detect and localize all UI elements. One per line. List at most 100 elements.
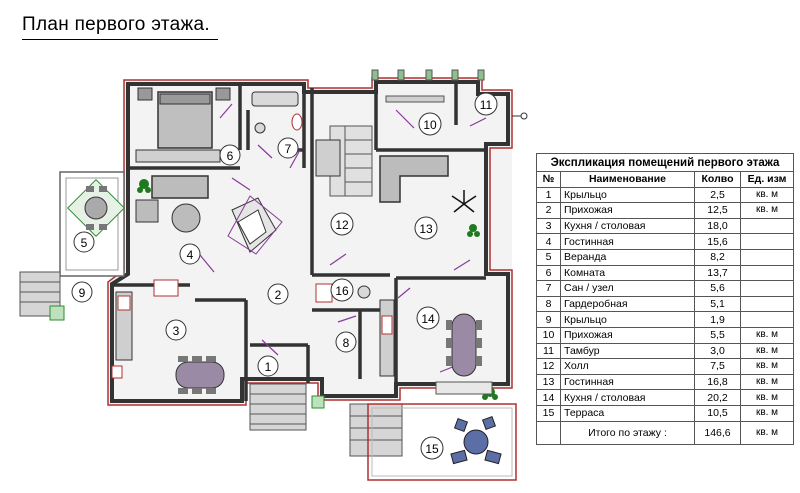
- svg-text:3: 3: [173, 324, 180, 338]
- row-num: 13: [536, 373, 561, 391]
- porch-9-stairs: [19, 271, 65, 321]
- row-unit: кв. м: [739, 342, 795, 360]
- room-label-12: 12: [330, 212, 354, 236]
- row-unit: кв. м: [739, 202, 795, 219]
- row-unit: кв. м: [739, 186, 795, 204]
- row-name: Прихожая: [560, 202, 695, 219]
- title-underline: [22, 39, 218, 40]
- bathroom-fixtures: [251, 91, 303, 134]
- row-num: 5: [536, 248, 561, 266]
- row-num: 12: [536, 358, 561, 375]
- row-area: 13,7: [694, 264, 741, 282]
- svg-text:1: 1: [265, 360, 272, 374]
- row-num: 1: [536, 186, 561, 204]
- row-unit: [739, 295, 795, 313]
- veranda: [59, 171, 125, 277]
- bathroom-16: [315, 283, 371, 303]
- row-area: 5,5: [694, 326, 741, 344]
- row-num: 14: [536, 389, 561, 406]
- room-label-7: 7: [277, 137, 299, 159]
- room-label-5: 5: [73, 231, 95, 253]
- room-labels: 1 2 3 4 5 6 7 8 9 10 11 12 13 14 15 16: [71, 92, 498, 460]
- row-name: Гостинная: [560, 373, 695, 391]
- room-label-13: 13: [414, 216, 438, 240]
- outer-walls: [107, 77, 513, 406]
- row-name: Тамбур: [560, 342, 695, 360]
- header-num: №: [536, 171, 561, 188]
- total-unit: кв. м: [739, 420, 795, 445]
- room-label-10: 10: [418, 112, 442, 136]
- row-unit: [739, 233, 795, 250]
- row-name: Холл: [560, 358, 695, 375]
- page-title: План первого этажа.: [22, 14, 210, 35]
- row-name: Сан / узел: [560, 280, 695, 297]
- row-area: 2,5: [694, 186, 741, 204]
- row-num: 10: [536, 326, 561, 344]
- svg-text:15: 15: [425, 442, 439, 456]
- row-area: 10,5: [694, 404, 741, 422]
- row-area: 3,0: [694, 342, 741, 360]
- row-unit: кв. м: [739, 404, 795, 422]
- total-empty: [536, 420, 561, 445]
- row-num: 8: [536, 295, 561, 313]
- row-name: Крыльцо: [560, 186, 695, 204]
- row-name: Терраса: [560, 404, 695, 422]
- room-label-14: 14: [416, 306, 440, 330]
- row-num: 2: [536, 202, 561, 219]
- room-label-6: 6: [219, 144, 241, 166]
- row-area: 5,1: [694, 295, 741, 313]
- room-label-9: 9: [71, 281, 93, 303]
- row-name: Веранда: [560, 248, 695, 266]
- row-area: 8,2: [694, 248, 741, 266]
- row-num: 7: [536, 280, 561, 297]
- row-num: 15: [536, 404, 561, 422]
- room-label-15: 15: [420, 436, 444, 460]
- svg-text:8: 8: [343, 336, 350, 350]
- svg-text:10: 10: [423, 118, 437, 132]
- row-name: Крыльцо: [560, 311, 695, 328]
- row-unit: кв. м: [739, 326, 795, 344]
- header-unit: Ед. изм: [739, 171, 795, 188]
- row-unit: кв. м: [739, 389, 795, 406]
- row-num: 4: [536, 233, 561, 250]
- row-name: Гостинная: [560, 233, 695, 250]
- svg-text:14: 14: [421, 312, 435, 326]
- svg-text:2: 2: [275, 288, 282, 302]
- row-num: 6: [536, 264, 561, 282]
- room-label-4: 4: [179, 243, 201, 265]
- explication-body: Экспликация помещений первого этажа № На…: [535, 153, 795, 445]
- room-label-1: 1: [257, 355, 279, 377]
- header-area: Колво: [694, 171, 741, 188]
- svg-text:11: 11: [480, 98, 493, 112]
- table-caption-row: Экспликация помещений первого этажа: [535, 153, 795, 172]
- room-label-11: 11: [474, 92, 498, 116]
- row-unit: [739, 280, 795, 297]
- row-num: 9: [536, 311, 561, 328]
- row-area: 15,6: [694, 233, 741, 250]
- row-name: Комната: [560, 264, 695, 282]
- table-header-row: № Наименование Колво Ед. изм: [536, 171, 795, 188]
- entry-details: [371, 69, 528, 120]
- staircase: [315, 125, 373, 197]
- palm-icon: [451, 190, 477, 213]
- row-unit: кв. м: [739, 373, 795, 391]
- svg-text:13: 13: [419, 222, 433, 236]
- total-area: 146,6: [694, 420, 741, 445]
- svg-text:5: 5: [81, 236, 88, 250]
- svg-text:7: 7: [285, 142, 292, 156]
- row-unit: [739, 311, 795, 328]
- explication-table: Экспликация помещений первого этажа № На…: [535, 153, 795, 445]
- porch-1-stairs: [249, 383, 325, 431]
- row-unit: [739, 217, 795, 235]
